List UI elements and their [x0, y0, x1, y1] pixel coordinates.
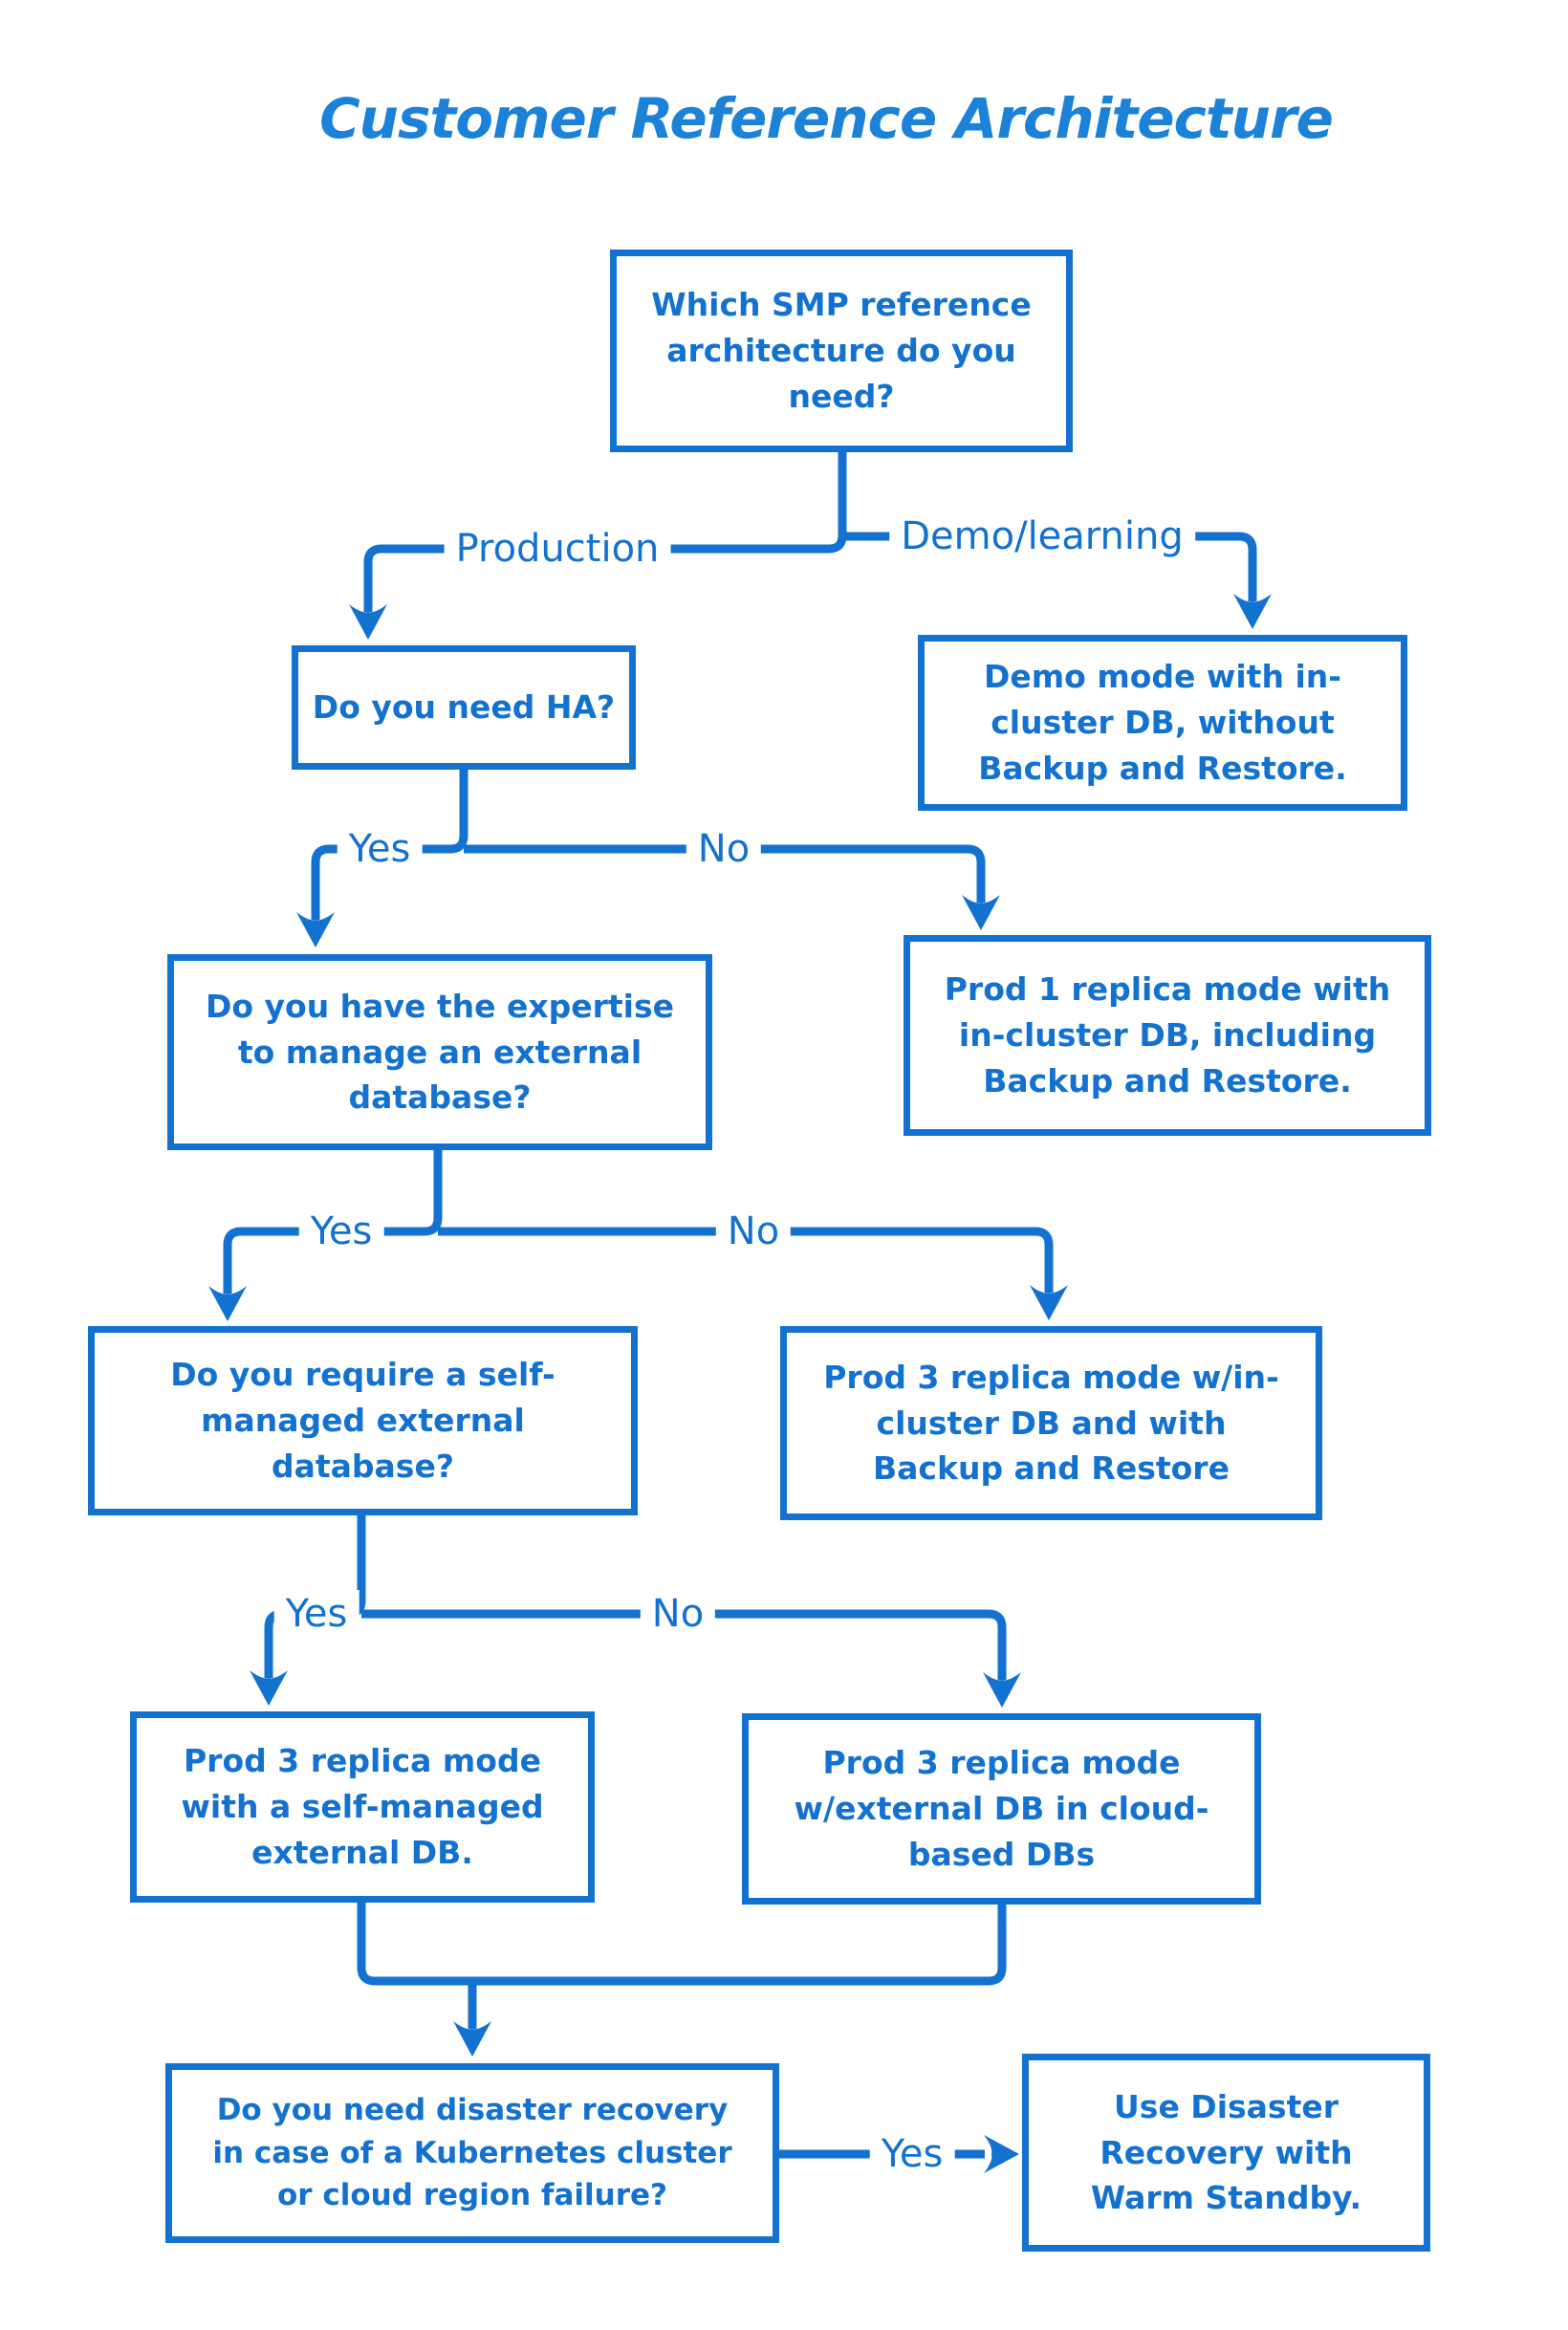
arrowhead-to-prod1: [962, 895, 1000, 930]
connector-ha-no: [464, 844, 986, 903]
arrowhead-to-expertise: [296, 912, 335, 947]
node-prod3-incluster-result: Prod 3 replica mode w/in- cluster DB and…: [780, 1326, 1322, 1520]
node-expertise-question: Do you have the expertise to manage an e…: [167, 954, 712, 1150]
connector-merge-bar: [357, 1903, 1007, 1986]
arrowhead-to-warm: [984, 2135, 1019, 2173]
arrowhead-to-ha: [349, 604, 387, 640]
edge-label-yes-4: Yes: [869, 2130, 955, 2178]
node-disaster-recovery-question: Do you need disaster recovery in case of…: [165, 2063, 779, 2243]
edge-label-yes-3: Yes: [273, 1590, 359, 1638]
node-root-question: Which SMP reference architecture do you …: [610, 250, 1073, 452]
edge-label-no-3: No: [640, 1590, 716, 1638]
arrowhead-to-prod3ext: [983, 1672, 1021, 1708]
edge-label-yes-1: Yes: [337, 825, 423, 873]
node-prod1-replica-result: Prod 1 replica mode with in-cluster DB, …: [904, 935, 1431, 1136]
connector-root-to-demo: [842, 532, 1257, 601]
page-title: Customer Reference Architecture: [319, 86, 1334, 151]
node-prod3-selfmanaged-result: Prod 3 replica mode with a self-managed …: [130, 1711, 595, 1903]
node-warm-standby-result: Use Disaster Recovery with Warm Standby.: [1022, 2054, 1430, 2252]
arrowhead-to-demo: [1233, 594, 1272, 629]
arrowhead-to-selfmanaged: [208, 1286, 247, 1321]
node-prod3-external-cloud-result: Prod 3 replica mode w/external DB in clo…: [742, 1713, 1261, 1905]
edge-label-no-1: No: [686, 825, 762, 873]
arrowhead-to-prod3self: [250, 1670, 288, 1706]
connector-expertise-no: [438, 1227, 1054, 1293]
edge-label-production: Production: [444, 525, 671, 573]
arrowhead-to-prod3in: [1030, 1285, 1068, 1320]
node-need-ha-question: Do you need HA?: [292, 645, 636, 770]
arrowhead-to-dr: [453, 2021, 491, 2057]
edge-label-demo-learning: Demo/learning: [889, 512, 1195, 560]
edge-label-no-2: No: [715, 1208, 792, 1255]
connector-selfmanaged-no: [361, 1609, 1007, 1680]
node-selfmanaged-question: Do you require a self- managed external …: [88, 1326, 638, 1515]
node-demo-mode-result: Demo mode with in- cluster DB, without B…: [918, 635, 1407, 811]
edge-label-yes-2: Yes: [298, 1208, 384, 1255]
